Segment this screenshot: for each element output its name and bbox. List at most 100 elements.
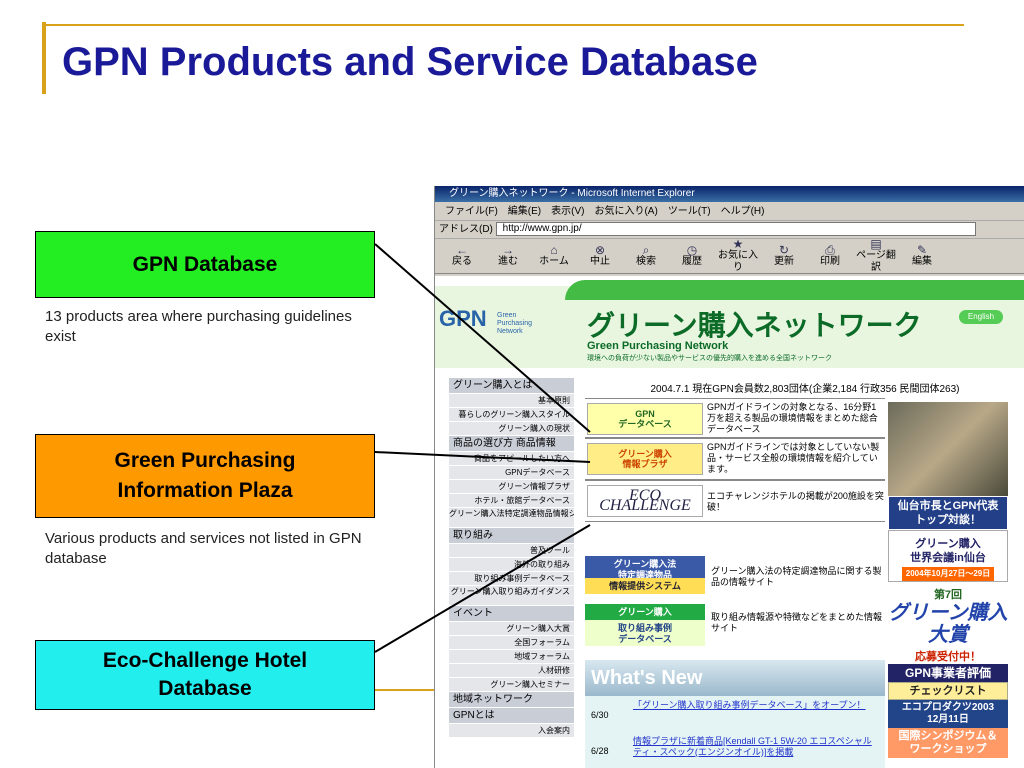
toolbar-label: 中止 <box>590 256 610 267</box>
world-conference-title: グリーン購入 世界会議in仙台 <box>910 538 986 564</box>
callout-info-plaza: Green Purchasing Information Plaza <box>35 434 375 518</box>
browser-title-bar: グリーン購入ネットワーク - Microsoft Internet Explor… <box>435 186 1024 202</box>
symposium-banner[interactable]: 国際シンポジウム＆ ワークショップ <box>888 728 1008 758</box>
news-link[interactable]: 情報プラザに新着商品[Kendall GT-1 5W-20 エコスペシャルティ・… <box>633 736 872 757</box>
slide-title: GPN Products and Service Database <box>62 40 758 84</box>
toolbar-label: 検索 <box>636 256 656 267</box>
sidebar-item[interactable]: 商品をアピールしたい方へ <box>449 452 574 466</box>
news-link[interactable]: 「グリーン購入取り組み事例データベース」をオープン！ <box>633 700 866 710</box>
web-page: GPN Green Purchasing Network グリーン購入ネットワー… <box>435 276 1024 768</box>
toolbar-label: 編集 <box>912 256 932 267</box>
english-button[interactable]: English <box>959 310 1003 324</box>
case-db-banner-bottom[interactable]: 取り組み事例 データベース <box>585 620 705 646</box>
sidebar-heading[interactable]: 地域ネットワーク <box>449 692 574 708</box>
evaluation-banner[interactable]: GPN事業者評価 <box>888 664 1008 682</box>
mayor-photo <box>888 402 1008 496</box>
toolbar-icon: ⌂ <box>550 243 558 257</box>
toolbar-button[interactable]: ▤ページ翻訳 <box>853 238 899 274</box>
case-db-banner-top[interactable]: グリーン購入 <box>585 604 705 620</box>
sidebar-item[interactable]: 基本原則 <box>449 394 574 408</box>
browser-toolbar: ←戻る→進む⌂ホーム⊗中止⌕検索◷履歴★お気に入り↻更新⎙印刷▤ページ翻訳✎編集 <box>435 238 1024 274</box>
header-green-curve <box>565 280 1024 300</box>
green-law-desc: グリーン購入法の特定調達物品に関する製品の情報サイト <box>711 566 882 587</box>
top-talk-banner[interactable]: 仙台市長とGPN代表 トップ対談！ <box>888 496 1008 530</box>
green-law-banner-top[interactable]: グリーン購入法 特定調達物品 <box>585 556 705 580</box>
toolbar-button[interactable]: ★お気に入り <box>715 238 761 274</box>
menu-item[interactable]: ファイル(F) <box>445 206 498 217</box>
toolbar-icon: ✎ <box>916 243 928 257</box>
sidebar-heading[interactable]: イベント <box>449 606 574 622</box>
sidebar-heading[interactable]: GPNとは <box>449 708 574 724</box>
sidebar-item[interactable]: 取り組み事例データベース <box>449 572 574 586</box>
toolbar-icon: ↻ <box>778 243 790 257</box>
toolbar-button[interactable]: ⌂ホーム <box>531 244 577 268</box>
sidebar-item[interactable]: 人材研修 <box>449 664 574 678</box>
eco-products-banner[interactable]: エコプロダクツ2003 12月11日 <box>888 700 1008 728</box>
sidebar-item[interactable]: ホテル・旅館データベース <box>449 494 574 508</box>
toolbar-icon: ⊗ <box>594 243 606 257</box>
browser-window: グリーン購入ネットワーク - Microsoft Internet Explor… <box>434 186 1024 768</box>
row-eco-challenge: ECO CHALLENGE エコチャレンジホテルの掲載が200施設を突破！ <box>585 480 885 522</box>
green-award-banner[interactable]: 第7回 グリーン購入 大賞 応募受付中！ <box>888 582 1008 664</box>
site-title: グリーン購入ネットワーク <box>587 310 922 341</box>
right-banners: 仙台市長とGPN代表 トップ対談！ グリーン購入 世界会議in仙台 2004年1… <box>888 402 1008 758</box>
green-law-banner-bottom[interactable]: 情報提供システム <box>585 578 705 594</box>
address-bar: アドレス(D) http://www.gpn.jp/ <box>435 221 1024 239</box>
award-name: グリーン購入 大賞 <box>888 602 1008 646</box>
news-date: 6/30 <box>591 710 609 720</box>
browser-menu-bar: ファイル(F) 編集(E) 表示(V) お気に入り(A) ツール(T) ヘルプ(H) <box>435 202 1024 221</box>
gpn-logo-small-text: Green Purchasing Network <box>497 312 533 335</box>
sidebar-item[interactable]: グリーン購入法特定調達物品情報システム <box>449 508 574 528</box>
sidebar-item[interactable]: 普及ツール <box>449 544 574 558</box>
news-date: 6/28 <box>591 746 609 756</box>
checklist-banner[interactable]: チェックリスト <box>888 682 1008 700</box>
gpn-database-button[interactable]: GPN データベース <box>587 403 703 435</box>
sidebar-heading[interactable]: 商品の選び方 商品情報 <box>449 436 574 452</box>
menu-item[interactable]: お気に入り(A) <box>594 206 658 217</box>
toolbar-icon: ← <box>456 243 468 257</box>
toolbar-icon: ▤ <box>870 237 882 251</box>
toolbar-button[interactable]: →進む <box>485 244 531 268</box>
sidebar-item[interactable]: グリーン購入取り組みガイダンス <box>449 586 574 606</box>
sidebar-heading[interactable]: 取り組み <box>449 528 574 544</box>
info-plaza-button[interactable]: グリーン購入 情報プラザ <box>587 443 703 475</box>
toolbar-button[interactable]: ✎編集 <box>899 244 945 268</box>
sidebar-item[interactable]: グリーン情報プラザ <box>449 480 574 494</box>
toolbar-button[interactable]: ←戻る <box>439 244 485 268</box>
toolbar-button[interactable]: ⎙印刷 <box>807 244 853 268</box>
sidebar-item[interactable]: 海外の取り組み <box>449 558 574 572</box>
title-side-rule <box>42 22 46 94</box>
sidebar-heading[interactable]: グリーン購入とは <box>449 378 574 394</box>
sidebar-item[interactable]: 地域フォーラム <box>449 650 574 664</box>
toolbar-label: ページ翻訳 <box>856 250 896 273</box>
eco-challenge-desc: エコチャレンジホテルの掲載が200施設を突破！ <box>707 491 884 512</box>
toolbar-button[interactable]: ↻更新 <box>761 244 807 268</box>
toolbar-icon: ★ <box>732 237 744 251</box>
eco-challenge-button[interactable]: ECO CHALLENGE <box>587 485 703 517</box>
row-gpn-database: GPN データベース GPNガイドラインの対象となる、16分野1万を超える製品の… <box>585 398 885 438</box>
site-sidebar: グリーン購入とは基本原則暮らしのグリーン購入スタイルグリーン購入の現状商品の選び… <box>449 378 574 768</box>
news-item-2: 6/28 情報プラザに新着商品[Kendall GT-1 5W-20 エコスペシ… <box>585 732 885 768</box>
sidebar-item[interactable]: 暮らしのグリーン購入スタイル <box>449 408 574 422</box>
address-label: アドレス(D) <box>439 224 493 235</box>
address-input[interactable]: http://www.gpn.jp/ <box>495 222 976 237</box>
menu-item[interactable]: ヘルプ(H) <box>720 206 765 217</box>
toolbar-button[interactable]: ⊗中止 <box>577 244 623 268</box>
sidebar-item[interactable]: 全国フォーラム <box>449 636 574 650</box>
menu-item[interactable]: 表示(V) <box>551 206 585 217</box>
world-conference-banner[interactable]: グリーン購入 世界会議in仙台 2004年10月27日〜29日 <box>888 530 1008 582</box>
whats-new-header: What's New <box>585 660 885 696</box>
sidebar-item[interactable]: グリーン購入の現状 <box>449 422 574 436</box>
menu-item[interactable]: 編集(E) <box>507 206 542 217</box>
gpn-database-desc: GPNガイドラインの対象となる、16分野1万を超える製品の環境情報をまとめた総合… <box>707 402 878 434</box>
sidebar-item[interactable]: グリーン購入大賞 <box>449 622 574 636</box>
sidebar-item[interactable]: グリーン購入セミナー <box>449 678 574 692</box>
toolbar-button[interactable]: ◷履歴 <box>669 244 715 268</box>
toolbar-button[interactable]: ⌕検索 <box>623 244 669 268</box>
sidebar-item[interactable]: 入会案内 <box>449 724 574 738</box>
menu-item[interactable]: ツール(T) <box>667 206 711 217</box>
toolbar-label: ホーム <box>539 256 569 267</box>
sidebar-item[interactable]: GPNデータベース <box>449 466 574 480</box>
site-subtitle: Green Purchasing Network <box>587 340 729 352</box>
toolbar-label: 更新 <box>774 256 794 267</box>
